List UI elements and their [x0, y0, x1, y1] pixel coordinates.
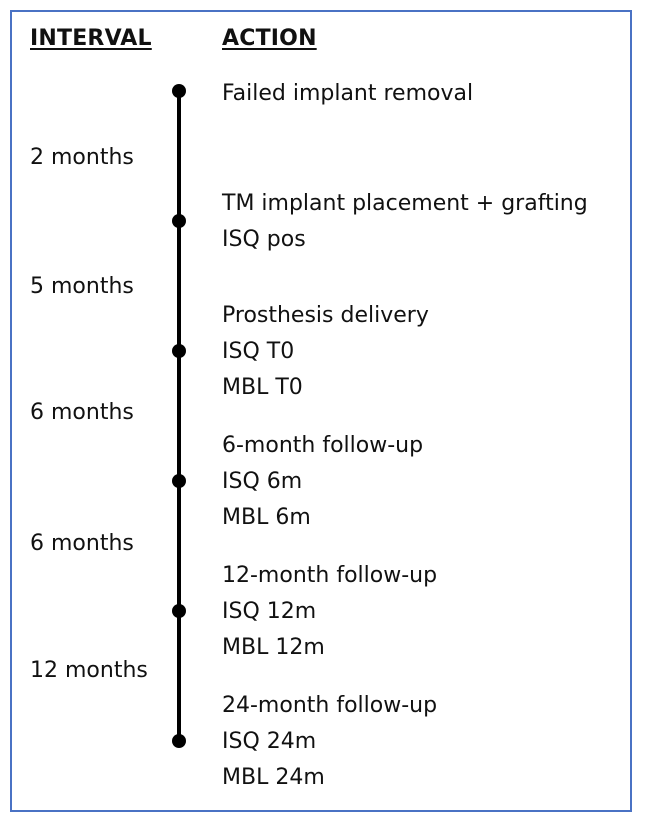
- event-line: ISQ 12m: [222, 599, 317, 624]
- event-line: ISQ 6m: [222, 469, 303, 494]
- diagram-frame: [10, 10, 632, 812]
- timeline-dot: [172, 214, 186, 228]
- timeline-dot: [172, 604, 186, 618]
- event-line: MBL 6m: [222, 505, 311, 530]
- event-prosthesis-delivery: Prosthesis delivery ISQ T0 MBL T0: [222, 298, 429, 406]
- timeline-dot: [172, 84, 186, 98]
- timeline-line: [177, 90, 181, 744]
- action-column-header: ACTION: [222, 26, 317, 51]
- event-line: MBL 24m: [222, 765, 325, 790]
- interval-label: 6 months: [30, 531, 134, 556]
- interval-label: 2 months: [30, 145, 134, 170]
- event-line: MBL T0: [222, 375, 303, 400]
- interval-column-header: INTERVAL: [30, 26, 152, 51]
- event-line: MBL 12m: [222, 635, 325, 660]
- interval-label: 5 months: [30, 274, 134, 299]
- event-implant-placement: TM implant placement + grafting ISQ pos: [222, 186, 588, 258]
- timeline-dot: [172, 344, 186, 358]
- event-line: Failed implant removal: [222, 81, 474, 106]
- event-line: 24-month follow-up: [222, 693, 438, 718]
- interval-label: 6 months: [30, 400, 134, 425]
- event-6-month-follow-up: 6-month follow-up ISQ 6m MBL 6m: [222, 428, 423, 536]
- timeline-dot: [172, 474, 186, 488]
- event-24-month-follow-up: 24-month follow-up ISQ 24m MBL 24m: [222, 688, 437, 796]
- event-line: Prosthesis delivery: [222, 303, 429, 328]
- event-line: ISQ pos: [222, 227, 306, 252]
- event-line: 12-month follow-up: [222, 563, 438, 588]
- event-12-month-follow-up: 12-month follow-up ISQ 12m MBL 12m: [222, 558, 437, 666]
- interval-label: 12 months: [30, 658, 148, 683]
- event-line: ISQ T0: [222, 339, 295, 364]
- event-line: 6-month follow-up: [222, 433, 424, 458]
- event-line: ISQ 24m: [222, 729, 317, 754]
- event-line: TM implant placement + grafting: [222, 191, 588, 216]
- event-failed-implant-removal: Failed implant removal: [222, 76, 473, 112]
- timeline-dot: [172, 734, 186, 748]
